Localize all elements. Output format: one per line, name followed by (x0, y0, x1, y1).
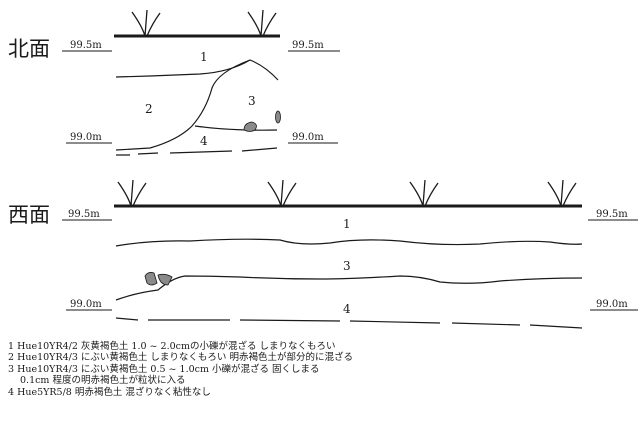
grass-symbol (117, 179, 147, 207)
gravel-inclusion (243, 121, 257, 132)
west-boundary-3-4 (115, 275, 583, 301)
west-section-title: 西面 (8, 203, 50, 227)
north-boundary-2-3 (115, 59, 251, 151)
grass-symbol (547, 179, 577, 207)
north-layer-label-2: 2 (145, 102, 153, 116)
west-layer-label-1: 1 (343, 217, 351, 231)
north-layer-label-3: 3 (248, 94, 256, 108)
gravel-inclusion (157, 273, 173, 286)
west-elev-bottom-right: 99.0m (596, 299, 628, 310)
north-elev-top-right: 99.5m (292, 40, 324, 51)
soil-layer-legend: 1 Hue10YR4/2 灰黄褐色土 1.0 ~ 2.0cmの小礫が混ざる しま… (8, 341, 638, 398)
grass-symbol (267, 179, 297, 207)
grass-symbol (131, 9, 161, 37)
legend-item: 2 Hue10YR4/3 にぶい黄褐色土 しまりなくもろい 明赤褐色土が部分的に… (8, 352, 353, 364)
west-layer-label-4: 4 (343, 302, 351, 316)
north-elev-bottom-left: 99.0m (70, 132, 102, 143)
north-section: 北面 99.5m 99.5m 99.0m 99.0m 1 2 3 4 (8, 9, 340, 156)
north-layer-label-1: 1 (200, 50, 208, 64)
grass-symbol (409, 179, 439, 207)
gravel-inclusion (275, 110, 281, 124)
west-elev-bottom-left: 99.0m (70, 299, 102, 310)
west-elev-top-left: 99.5m (68, 209, 100, 220)
west-boundary-1-3 (115, 238, 583, 247)
west-bottom-dashed-line (115, 317, 583, 329)
west-layer-label-3: 3 (343, 259, 351, 273)
north-boundary-1-2 (115, 59, 279, 81)
north-bottom-dashed-line (116, 147, 278, 156)
gravel-inclusion (144, 272, 158, 286)
grass-symbol (247, 9, 277, 37)
legend-item: 4 Hue5YR5/8 明赤褐色土 混ざりなく粘性なし (8, 386, 211, 398)
north-elev-bottom-right: 99.0m (292, 132, 324, 143)
west-section: 西面 99.5m 99.5m 99.0m 99.0m 1 3 4 (8, 179, 638, 329)
north-section-title: 北面 (8, 37, 50, 61)
north-layer-label-4: 4 (200, 134, 208, 148)
legend-item: 1 Hue10YR4/2 灰黄褐色土 1.0 ~ 2.0cmの小礫が混ざる しま… (8, 341, 336, 352)
legend-item: 3 Hue10YR4/3 にぶい黄褐色土 0.5 ~ 1.0cm 小礫が混ざる … (8, 363, 320, 375)
west-elev-top-right: 99.5m (596, 209, 628, 220)
north-elev-top-left: 99.5m (70, 40, 102, 51)
north-boundary-3-4 (194, 125, 278, 131)
legend-item-continuation: 0.1cm 程度の明赤褐色土が粒状に入る (20, 375, 186, 387)
